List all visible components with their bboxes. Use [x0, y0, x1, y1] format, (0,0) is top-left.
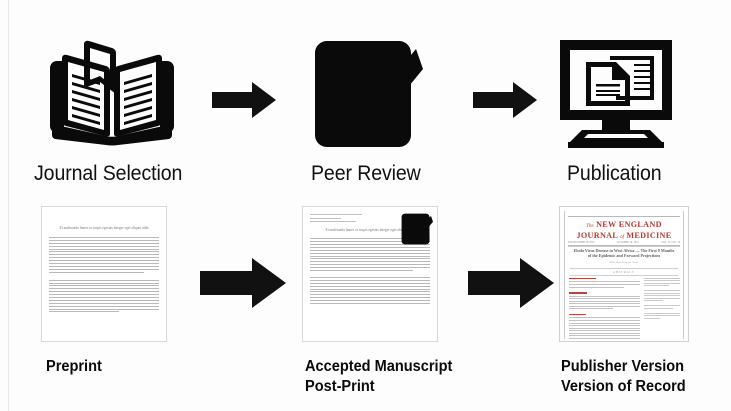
nejm-masthead: The NEW ENGLAND JOURNAL of MEDICINE [568, 216, 680, 246]
version-label-publisher-version: Publisher Version Version of Record [561, 357, 686, 397]
nejm-abstract-heading: ABSTRACT [570, 268, 678, 276]
accepted-body-paragraph-1 [303, 238, 437, 271]
stage-label-peer-review: Peer Review [311, 162, 421, 185]
nejm-masthead-new-england: NEW ENGLAND [596, 219, 662, 229]
computer-monitor-documents-icon [558, 38, 674, 150]
arrow-right-icon-selection-to-review [212, 82, 276, 118]
nejm-masthead-line-2: JOURNAL of MEDICINE [568, 231, 680, 242]
accepted-header-metadata [303, 207, 380, 223]
stage-label-publication: Publication [567, 162, 662, 185]
arrow-right-icon-preprint-to-accepted [200, 258, 286, 308]
stage-label-journal-selection: Journal Selection [34, 162, 183, 185]
version-label-accepted-line-2: Post-Print [305, 378, 375, 395]
nejm-section-methods [569, 292, 640, 310]
nejm-issue-established: ESTABLISHED IN 1812 [568, 241, 595, 244]
arrow-right-icon-review-to-publication [473, 82, 537, 118]
nejm-masthead-prefix: The [586, 223, 594, 229]
preprint-body-paragraph-1 [42, 237, 166, 273]
version-label-preprint: Preprint [46, 357, 102, 377]
document-publisher-version: The NEW ENGLAND JOURNAL of MEDICINE ESTA… [560, 207, 688, 341]
preprint-body-paragraph-2 [42, 279, 166, 313]
nejm-masthead-journal: JOURNAL [576, 230, 618, 240]
version-label-preprint-line-1: Preprint [46, 358, 102, 375]
nejm-masthead-line-1: The NEW ENGLAND [568, 220, 680, 231]
nejm-abstract-column [569, 278, 640, 341]
nejm-masthead-of: of [620, 234, 624, 240]
version-label-accepted-line-1: Accepted Manuscript [305, 358, 453, 375]
nejm-issue-volume: VOL. 371 NO. 16 [661, 241, 680, 244]
version-label-publisher-line-2: Version of Record [561, 378, 686, 395]
open-book-icon [44, 38, 180, 148]
checkbox-checked-icon [313, 39, 423, 149]
nejm-section-results [569, 313, 640, 341]
accepted-body-paragraph-2 [303, 276, 437, 304]
nejm-section-background [569, 278, 640, 288]
nejm-sidebar-column [643, 278, 680, 338]
nejm-body-columns [569, 278, 680, 341]
accepted-checkbox-checked-icon [401, 213, 433, 245]
nejm-masthead-medicine: MEDICINE [626, 230, 672, 240]
nejm-article-authors: WHO Ebola Response Team* [609, 261, 639, 264]
accepted-title: Et malesuada fames ac turpis egestas int… [325, 228, 415, 233]
nejm-issue-bar: ESTABLISHED IN 1812 OCTOBER 16, 2014 VOL… [568, 241, 680, 247]
document-preprint: Et malesuada fames ac turpis egestas int… [42, 207, 166, 341]
version-label-publisher-line-1: Publisher Version [561, 358, 685, 375]
canvas-left-rule [8, 0, 9, 411]
preprint-title: Et malesuada fames ac turpis egestas int… [59, 226, 149, 230]
version-label-accepted-manuscript: Accepted Manuscript Post-Print [305, 357, 452, 397]
nejm-article-title: Ebola Virus Disease in West Africa — The… [573, 248, 675, 259]
nejm-page-frame [564, 211, 684, 339]
arrow-right-icon-accepted-to-publisher [468, 258, 554, 308]
nejm-issue-date: OCTOBER 16, 2014 [616, 241, 639, 244]
